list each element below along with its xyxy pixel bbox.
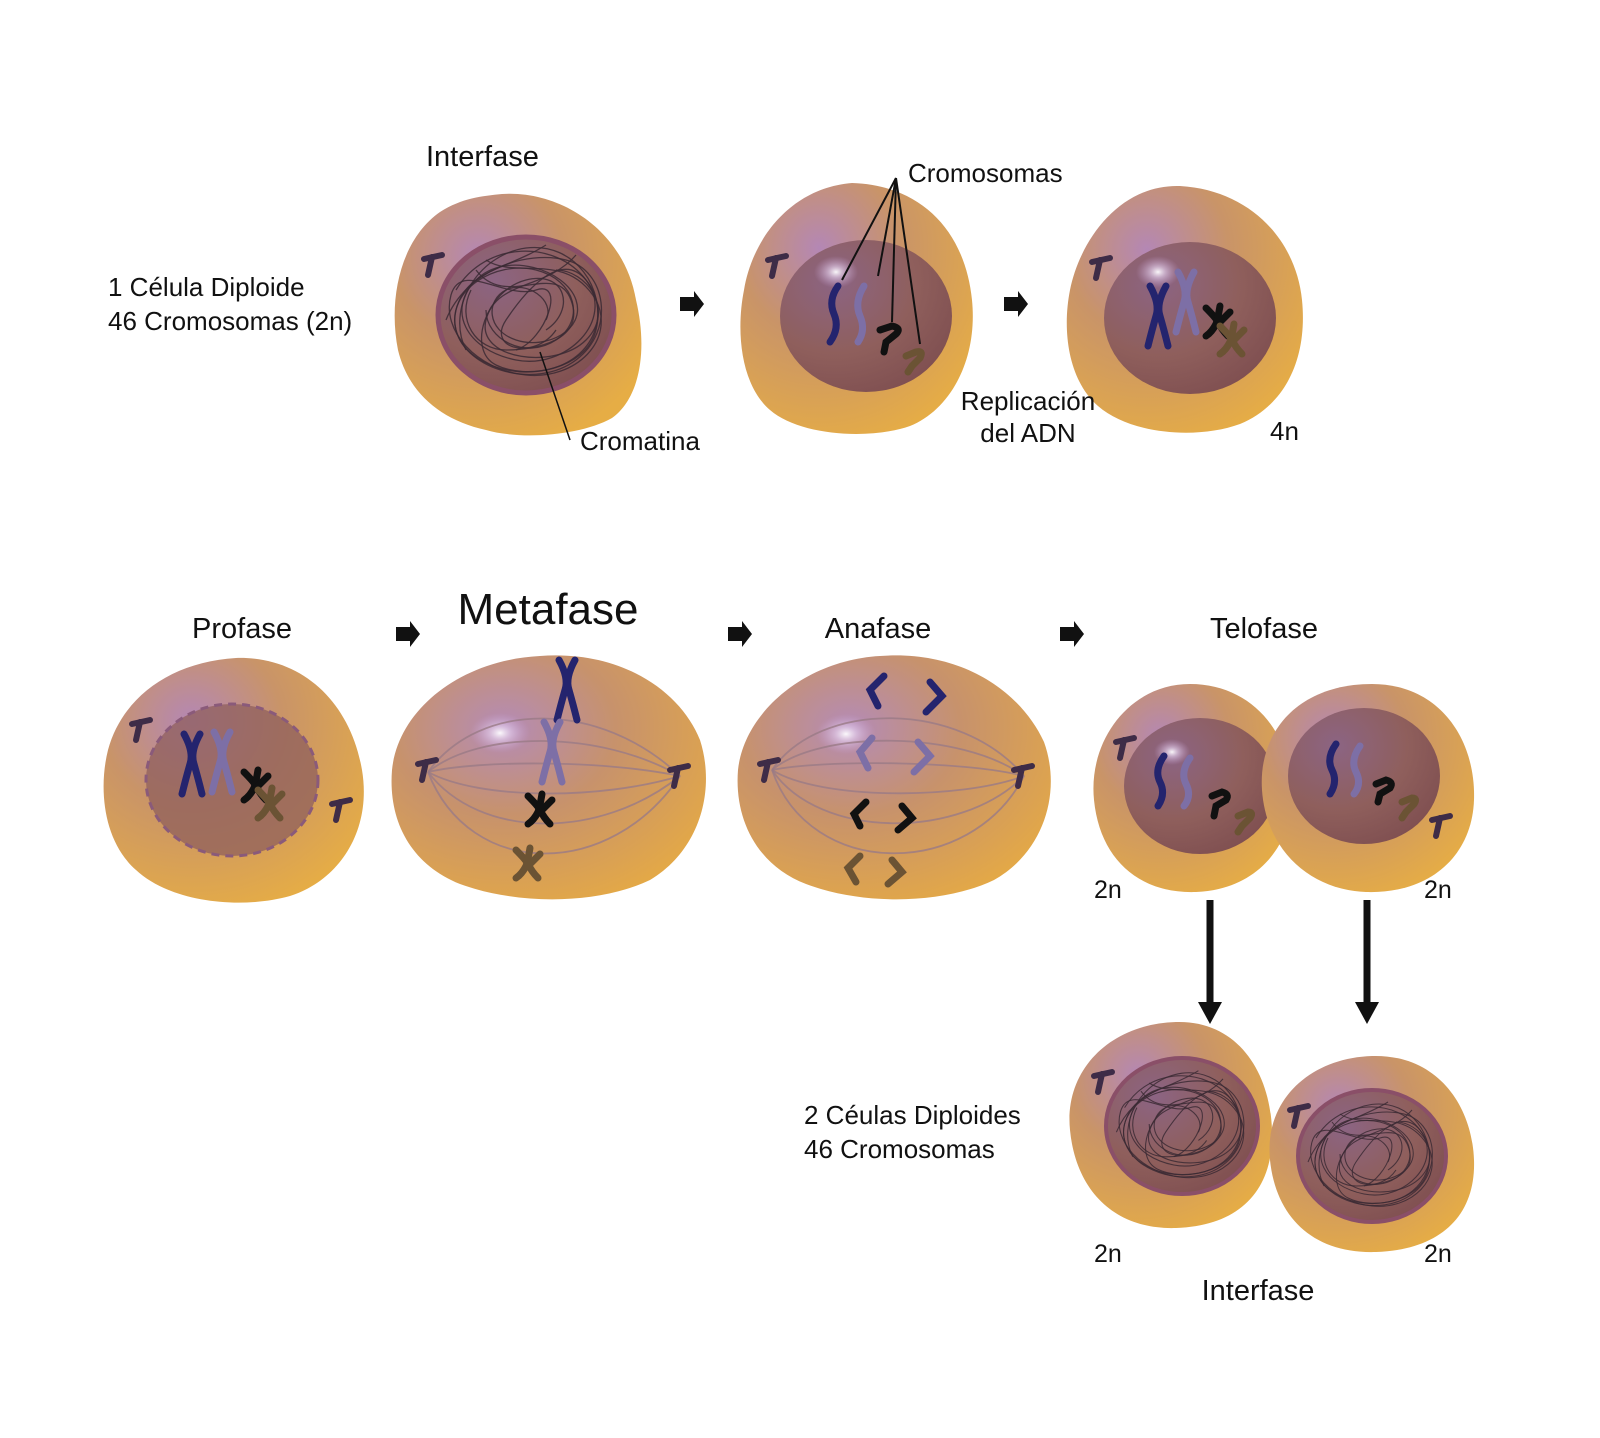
arrow-right-icon [1060, 621, 1084, 647]
cell-prophase [103, 657, 364, 903]
label-ploidy-4n: 4n [1270, 416, 1299, 446]
cell-interphase-chromatin [394, 193, 642, 436]
label-cromosomas: Cromosomas [908, 158, 1063, 188]
label-profase: Profase [192, 613, 292, 645]
label-ploidy-2n-final-right: 2n [1424, 1240, 1452, 1268]
arrow-right-icon [1004, 291, 1028, 317]
label-metafase: Metafase [458, 585, 639, 634]
arrow-down-icon [1198, 900, 1222, 1024]
label-replicacion-line2: del ADN [980, 418, 1075, 448]
cell-anaphase [737, 655, 1051, 900]
label-ploidy-2n-final-left: 2n [1094, 1240, 1122, 1268]
arrow-down-icon [1355, 900, 1379, 1024]
label-diploid-line2: 46 Cromosomas (2n) [108, 306, 352, 336]
label-interfase-bottom: Interfase [1202, 1275, 1315, 1307]
label-ploidy-2n-telo-left: 2n [1094, 876, 1122, 904]
label-daughters-line2: 46 Cromosomas [804, 1134, 995, 1164]
label-diploid-line1: 1 Célula Diploide [108, 272, 305, 302]
spindle-fibers [771, 717, 1025, 855]
cell-daughter-left [1069, 1021, 1273, 1229]
cromatina-pointer-line [539, 351, 571, 441]
label-interfase-top: Interfase [426, 141, 539, 173]
arrow-right-icon [728, 621, 752, 647]
cell-metaphase [391, 655, 706, 900]
arrow-right-icon [680, 291, 704, 317]
cell-telophase-right [1261, 684, 1475, 893]
label-daughters-line1: 2 Céulas Diploides [804, 1100, 1021, 1130]
label-ploidy-2n-telo-right: 2n [1424, 876, 1452, 904]
label-telofase: Telofase [1210, 613, 1318, 645]
label-anafase: Anafase [825, 613, 931, 645]
label-cromatina: Cromatina [580, 426, 700, 456]
arrow-right-icon [396, 621, 420, 647]
cell-replicated-4n [1066, 185, 1303, 433]
cell-interphase-chromosomes [740, 183, 973, 434]
cromosomas-pointer-lines [841, 177, 921, 345]
cell-daughter-right [1269, 1055, 1475, 1253]
cell-telophase-left [1093, 684, 1293, 893]
label-replicacion-line1: Replicación [961, 386, 1095, 416]
